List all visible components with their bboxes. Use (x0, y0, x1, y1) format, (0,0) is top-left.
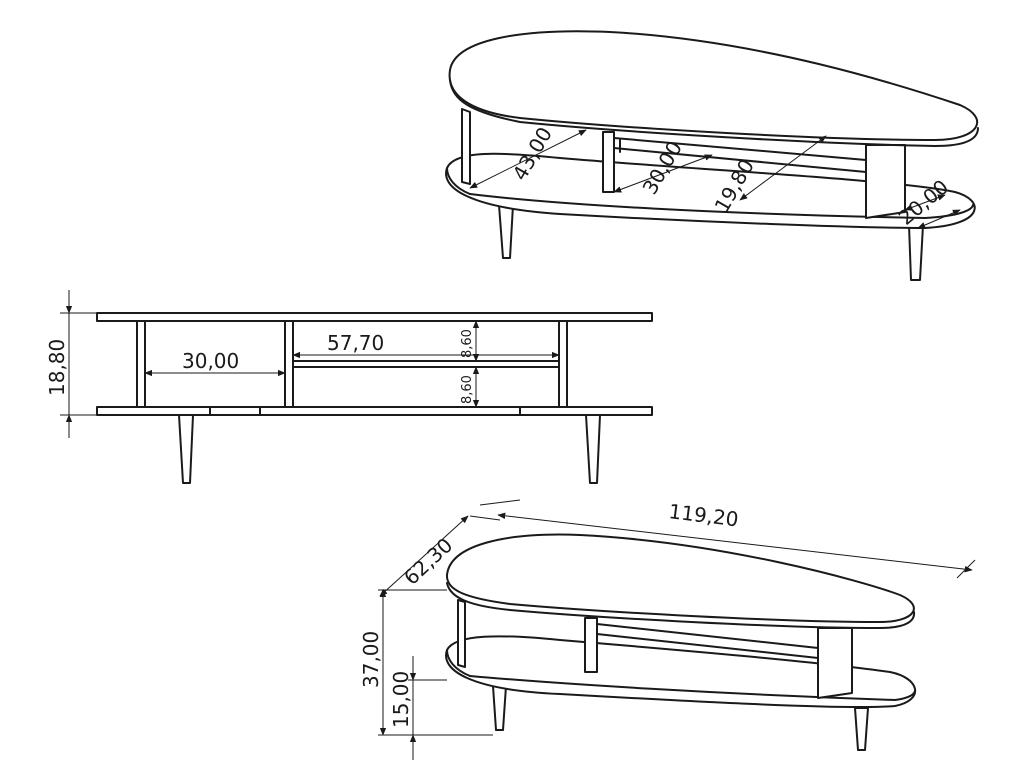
dim-right-bay-width: 57,70 (327, 331, 384, 355)
overall-top-plate (445, 533, 915, 623)
top-perspective-view: 43,00 30,00 19,80 20,00 (445, 30, 979, 281)
front-elevation-view: 18,80 30,00 57,70 8,60 8,60 (45, 290, 653, 484)
front-right-panel (558, 320, 568, 408)
overall-view-legs (492, 685, 869, 751)
dim-height: 18,80 (45, 339, 69, 396)
dim-left-bay-width: 30,00 (182, 349, 239, 373)
top-view-dimension-lines (469, 129, 961, 229)
overall-divider-panels (457, 599, 853, 699)
overall-view-dimension-lines (378, 499, 976, 760)
front-top-plate (96, 312, 653, 322)
front-left-panel (136, 320, 146, 408)
dim-upper-opening: 8,60 (460, 329, 475, 358)
front-bottom-plate (96, 406, 653, 416)
dim-total-height: 37,00 (359, 631, 383, 688)
dim-lower-opening: 8,60 (460, 375, 475, 404)
overall-perspective-view: 119,20 62,30 37,00 15,00 (359, 499, 976, 760)
front-middle-shelf (292, 360, 560, 368)
front-left-leg (178, 414, 194, 484)
front-right-leg (585, 414, 601, 484)
dim-length: 119,20 (667, 499, 739, 531)
top-plate (448, 30, 979, 141)
dim-leg-height: 15,00 (389, 671, 413, 728)
front-middle-panel (284, 320, 294, 408)
front-view-dimension-lines (60, 290, 560, 438)
